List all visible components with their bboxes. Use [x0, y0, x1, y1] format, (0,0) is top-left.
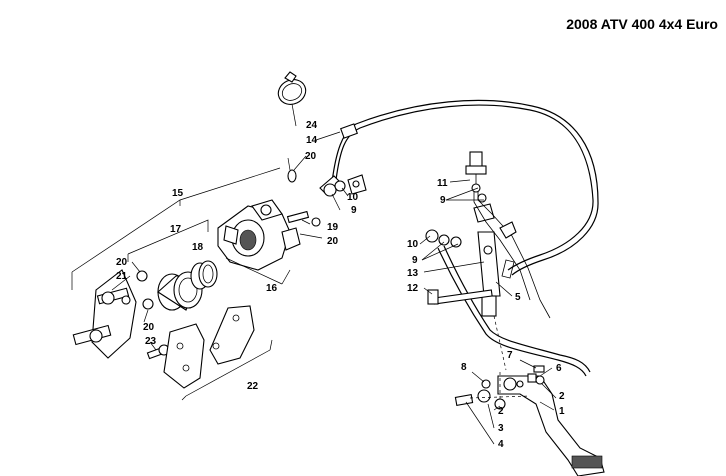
callout-18: 18	[192, 242, 204, 253]
callout-6: 6	[556, 363, 562, 374]
callout-17: 17	[170, 224, 182, 235]
callout-20: 20	[305, 151, 317, 162]
mc-washers	[425, 183, 487, 248]
washers-bracket	[136, 270, 154, 310]
callout-20: 20	[143, 322, 155, 333]
caliper-bracket	[72, 269, 137, 359]
callout-9: 9	[351, 205, 357, 216]
callout-3: 3	[498, 423, 504, 434]
callout-10: 10	[407, 239, 419, 250]
brake-hose	[319, 99, 599, 276]
callout-14: 14	[306, 135, 318, 146]
reservoir-hose	[437, 245, 591, 377]
callout-1: 1	[559, 406, 565, 417]
callout-2: 2	[559, 391, 565, 402]
callout-2: 2	[498, 406, 504, 417]
callout-leaders	[111, 103, 557, 445]
callout-4: 4	[498, 439, 504, 450]
callout-9: 9	[412, 255, 418, 266]
callout-20: 20	[116, 257, 128, 268]
hose-clamp	[277, 71, 307, 105]
reference-lines	[469, 315, 531, 400]
callout-9: 9	[440, 195, 446, 206]
callout-22: 22	[247, 381, 259, 392]
callout-21: 21	[116, 271, 128, 282]
group-leaders	[71, 167, 291, 401]
master-cylinder	[465, 151, 551, 319]
piston-seals	[190, 260, 218, 290]
washer-upper	[287, 157, 297, 183]
callout-19: 19	[327, 222, 339, 233]
callout-23: 23	[145, 336, 157, 347]
banjo-bolt-upper	[323, 174, 367, 197]
bleeder-screw	[286, 210, 321, 227]
callout-7: 7	[507, 350, 513, 361]
callout-20: 20	[327, 236, 339, 247]
callout-10: 10	[347, 192, 359, 203]
callout-labels: 1 2 2 3 4 5 6 7 8 9 9 9 10 10 11 12 13 1…	[116, 120, 565, 450]
callout-12: 12	[407, 283, 419, 294]
brake-pads	[163, 305, 255, 389]
callout-5: 5	[515, 292, 521, 303]
diagram-title: 2008 ATV 400 4x4 Euro	[566, 16, 718, 32]
callout-8: 8	[461, 362, 467, 373]
callout-24: 24	[306, 120, 318, 131]
callout-13: 13	[407, 268, 419, 279]
brake-pedal	[497, 373, 605, 476]
caliper-body	[217, 199, 301, 271]
mounting-bolt	[427, 289, 493, 305]
callout-11: 11	[437, 178, 448, 189]
callout-16: 16	[266, 283, 278, 294]
callout-15: 15	[172, 188, 184, 199]
